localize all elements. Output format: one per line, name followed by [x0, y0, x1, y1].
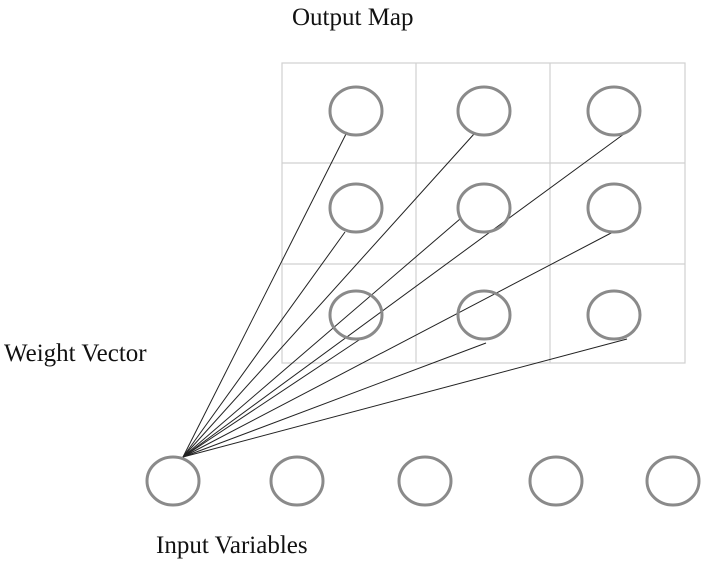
output-node [328, 182, 384, 234]
weight-line [182, 338, 628, 458]
weight-vector-label: Weight Vector [4, 340, 147, 367]
output-map-grid [281, 62, 686, 364]
weight-line [182, 342, 487, 458]
output-map-title: Output Map [292, 4, 414, 31]
input-node [145, 455, 201, 507]
output-node [328, 289, 384, 341]
input-node [269, 455, 325, 507]
output-node [586, 289, 642, 341]
input-node [397, 455, 453, 507]
grid-border [281, 62, 686, 364]
output-nodes [328, 85, 642, 341]
weight-line [182, 337, 363, 458]
input-node [528, 455, 584, 507]
weight-line [182, 218, 461, 458]
input-node [645, 455, 701, 507]
output-node [456, 289, 512, 341]
weight-line [182, 133, 475, 458]
output-node [586, 85, 642, 137]
weight-connections [182, 130, 629, 458]
output-node [586, 182, 642, 234]
input-variables-label: Input Variables [156, 532, 308, 559]
weight-line [182, 231, 614, 458]
output-node [456, 85, 512, 137]
weight-line [182, 131, 348, 458]
weight-line [182, 231, 346, 458]
output-node [328, 85, 384, 137]
input-nodes [145, 455, 701, 507]
output-node [456, 182, 512, 234]
weight-line [182, 130, 629, 458]
